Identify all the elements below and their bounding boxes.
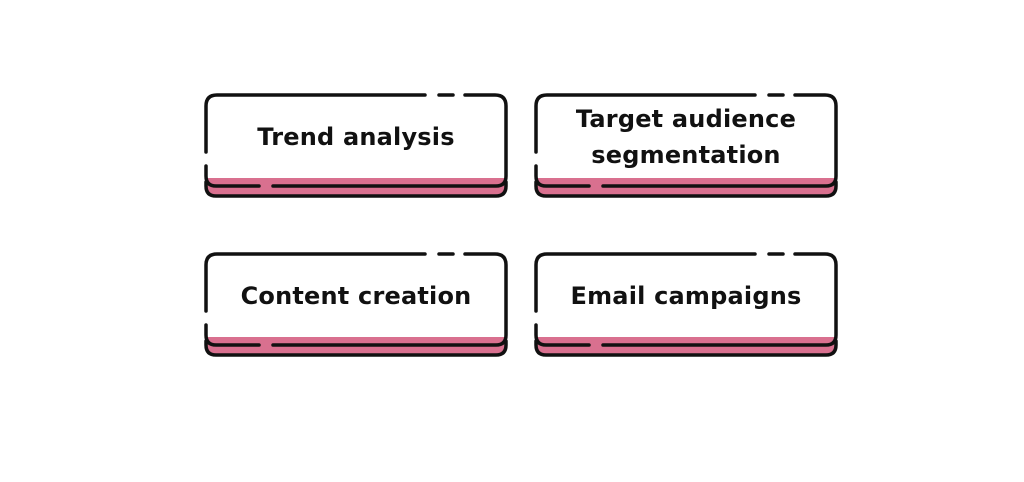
card-outline (204, 93, 508, 188)
card-bottom-edge (204, 339, 508, 357)
card-outline (534, 93, 838, 188)
card-outline (204, 252, 508, 347)
card-outline (534, 252, 838, 347)
card-frame (204, 93, 508, 198)
card-label: Email campaigns (570, 282, 802, 310)
card-label: Trend analysis (257, 123, 455, 151)
card-target-audience-segmentation: Target audience segmentation (533, 92, 839, 198)
card-frame (534, 252, 838, 357)
card-bottom-edge (534, 180, 838, 198)
card-frame (204, 252, 508, 357)
card-label: Target audience segmentation (575, 105, 797, 169)
card-frame (534, 93, 838, 198)
card-bottom-edge (204, 180, 508, 198)
card-email-campaigns: Email campaigns (533, 251, 839, 357)
card-trend-analysis: Trend analysis (203, 92, 509, 198)
card-label: Content creation (240, 282, 472, 310)
card-content-creation: Content creation (203, 251, 509, 357)
card-bottom-edge (534, 339, 838, 357)
